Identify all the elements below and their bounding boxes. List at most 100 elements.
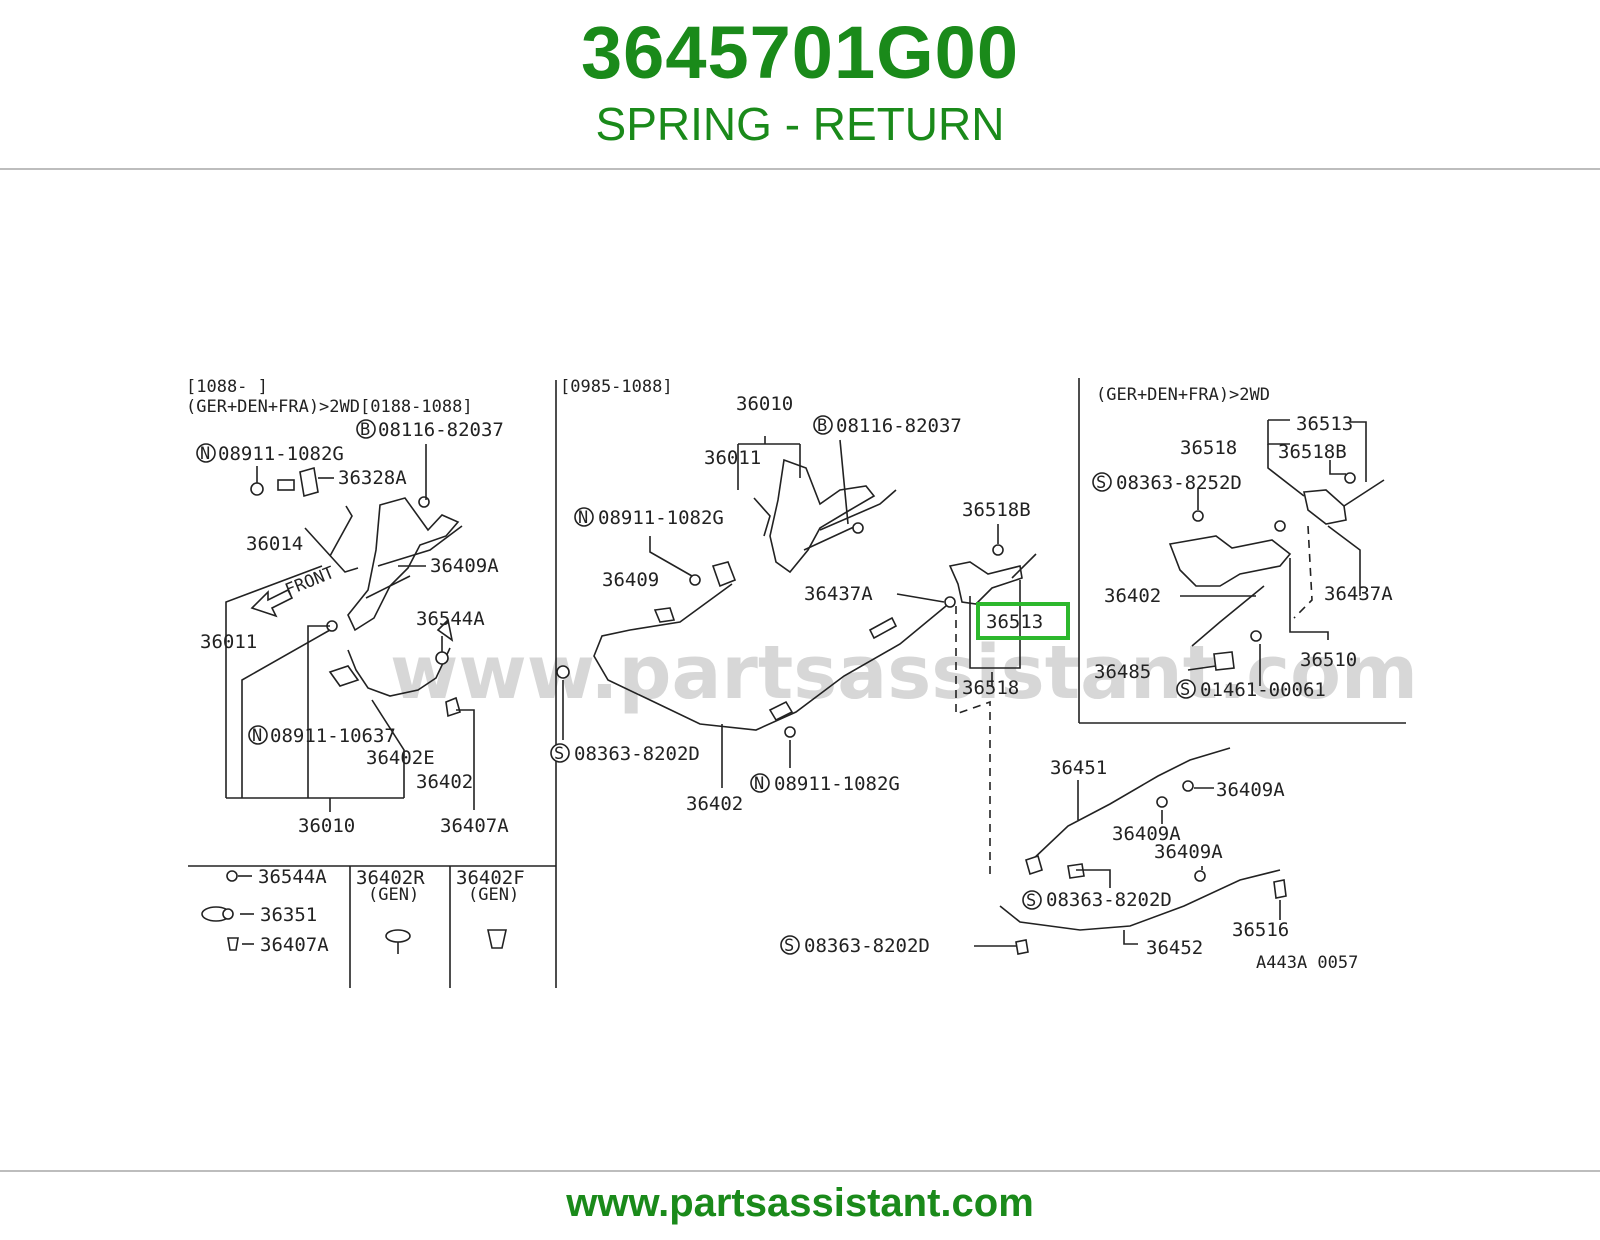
bolt-36409A-b	[1182, 780, 1194, 792]
leader-36010c	[371, 699, 405, 798]
middle-panel-header: [0985-1088]	[560, 377, 673, 397]
cable-sleeve-shape	[868, 616, 898, 640]
label-inset-36402F: 36402F	[456, 867, 525, 889]
bolt-01461-shape	[1250, 630, 1262, 642]
prefix-s-circle-middle	[550, 743, 570, 763]
part-number-title: 3645701G00	[581, 11, 1019, 94]
label-36513-highlighted: 36513	[986, 611, 1043, 633]
bolt-08116-middle	[852, 522, 864, 534]
page-header: 3645701G00 SPRING - RETURN	[0, 0, 1600, 168]
label-08911-1082G: 08911-1082G	[218, 443, 344, 465]
label-36437A-right: 36437A	[1324, 583, 1393, 605]
label-08363-middle: 08363-8202D	[574, 743, 700, 765]
label-36451: 36451	[1050, 757, 1107, 779]
bolt-36409A-a	[1156, 796, 1168, 808]
leader-36485	[1187, 665, 1217, 671]
nut-36518B-right	[1344, 472, 1356, 484]
prefix-n-middle-2: N	[754, 774, 764, 794]
label-36485: 36485	[1094, 661, 1151, 683]
label-inset-36407A: 36407A	[260, 934, 329, 956]
cable-adjuster-shape	[768, 700, 794, 722]
leader-36518-right	[1267, 419, 1290, 445]
pedal-assembly-shape	[769, 458, 876, 574]
label-01461-00061: 01461-00061	[1200, 679, 1326, 701]
label-36402-right: 36402	[1104, 585, 1161, 607]
label-36518B-middle: 36518B	[962, 499, 1031, 521]
footer-website-link[interactable]: www.partsassistant.com	[566, 1181, 1034, 1225]
nut-shape	[250, 482, 264, 496]
clip-08363-rear-2	[1015, 939, 1029, 955]
spring-rod-right	[1343, 479, 1385, 507]
bolt-08363-right	[1192, 510, 1204, 522]
label-36544A: 36544A	[416, 608, 485, 630]
prefix-s-circle-right	[1092, 472, 1112, 492]
cable-end-36451	[1025, 854, 1043, 876]
nut-36437A-right	[1274, 520, 1286, 532]
label-36409A: 36409A	[430, 555, 499, 577]
right-panel: (GER+DEN+FRA)>2WD 36513 36518 36518B S 0…	[1092, 385, 1393, 701]
label-inset-36544A: 36544A	[258, 866, 327, 888]
equalizer-bracket-shape	[948, 561, 1023, 605]
equalizer-36518-right	[1303, 489, 1347, 525]
label-36402-left: 36402	[416, 771, 473, 793]
label-36516: 36516	[1232, 919, 1289, 941]
leader-36010a	[241, 629, 331, 798]
leader-36011	[225, 565, 323, 798]
label-36328A: 36328A	[338, 467, 407, 489]
leader-08116-middle	[839, 439, 849, 525]
label-inset-gen-r: (GEN)	[368, 885, 419, 905]
prefix-b-middle: B	[817, 416, 827, 436]
label-36014: 36014	[246, 533, 303, 555]
label-36409A-rear-a: 36409A	[1216, 779, 1285, 801]
prefix-b: B	[360, 420, 370, 440]
leader-36010-middle	[737, 436, 801, 490]
clip-36402F-shape	[487, 929, 507, 949]
bolt-08363-middle	[556, 665, 570, 679]
prefix-b-circle	[356, 419, 376, 439]
grommet-center-inset	[222, 908, 234, 920]
label-36409-middle: 36409	[602, 569, 659, 591]
left-panel-header-line1: [1088- ]	[186, 377, 268, 397]
label-36010-left: 36010	[298, 815, 355, 837]
label-36010-middle: 36010	[736, 393, 793, 415]
main-cable-36402	[593, 583, 947, 731]
return-spring-rod	[1011, 553, 1037, 579]
clip-36014-shape	[277, 479, 295, 491]
prefix-n-2: N	[252, 726, 262, 746]
diagram-watermark: www.partsassistant.com	[390, 630, 1418, 716]
cable-36402-right	[1191, 585, 1265, 647]
dashed-link-right	[1293, 525, 1313, 619]
label-36409A-rear-b: 36409A	[1112, 823, 1181, 845]
switch-36011-shape	[753, 497, 771, 537]
clip-36407A-inset	[227, 937, 239, 951]
footer-divider	[0, 1170, 1600, 1172]
prefix-s-right: S	[1096, 473, 1106, 493]
clip-36402R-shape	[385, 929, 411, 943]
bracket-36409-shape	[711, 561, 737, 588]
left-cable-shape	[347, 647, 451, 697]
parts-diagram-svg: www.partsassistant.com [1088- ] (GER+DEN…	[186, 377, 1418, 988]
nut-36518B-shape	[992, 544, 1004, 556]
leader-36437A	[896, 593, 945, 603]
prefix-n-circle-2	[248, 725, 268, 745]
rear-cables: 36451 36409A 36409A 36409A S 08363-8202D…	[780, 747, 1358, 973]
label-inset-36351: 36351	[260, 904, 317, 926]
label-36011-middle: 36011	[704, 447, 761, 469]
label-36518B-right: 36518B	[1278, 441, 1347, 463]
bolt-36544A-inset	[226, 870, 238, 882]
prefix-s-right-2: S	[1180, 680, 1190, 700]
label-08911-middle: 08911-1082G	[598, 507, 724, 529]
prefix-n-circle-middle	[574, 507, 594, 527]
leader-36513-right-b	[1350, 421, 1367, 482]
prefix-s-middle: S	[554, 744, 564, 764]
label-08911-10637: 08911-10637	[270, 725, 396, 747]
leader-36518B-right	[1329, 460, 1346, 475]
nut-08911-middle	[689, 574, 701, 586]
leader-36513-right	[1267, 444, 1305, 497]
inset-panel: 36544A 36351 36407A 36402R (GEN) 36402F …	[201, 866, 525, 956]
rear-bracket-shape	[1168, 535, 1292, 587]
label-08116-82037: 08116-82037	[378, 419, 504, 441]
part-name-subtitle: SPRING - RETURN	[595, 98, 1005, 150]
label-08363-8252D: 08363-8252D	[1116, 472, 1242, 494]
left-panel-header-line2: (GER+DEN+FRA)>2WD[0188-1088]	[186, 397, 473, 417]
